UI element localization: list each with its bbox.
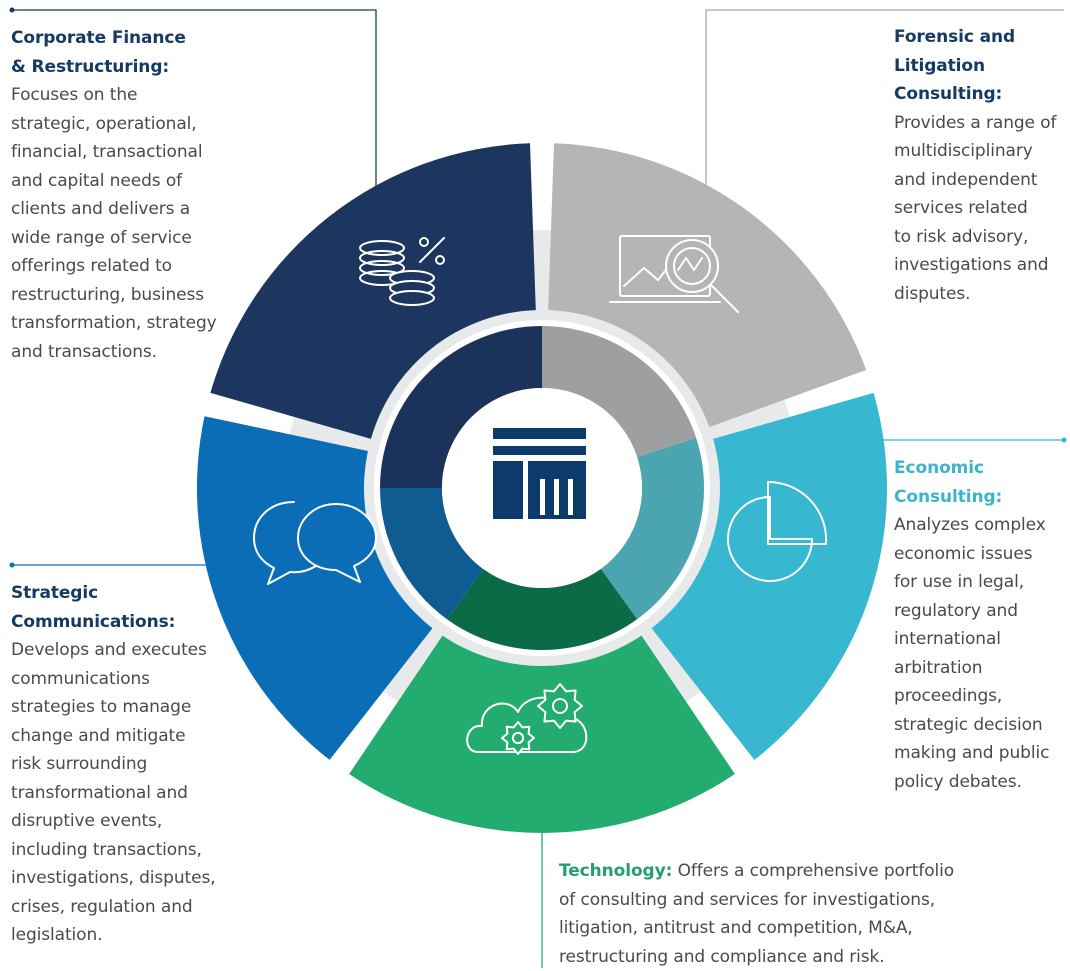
logo-column-gap [554,479,559,515]
body-line: proceedings, [894,682,1070,711]
body-line: strategic decision [894,711,1070,740]
economic-consulting-title: Economic Consulting: [894,454,1070,511]
body-line: economic issues [894,540,1070,569]
logo-mark-part [528,461,586,470]
strategic-communications-description: Develops and executes communications str… [11,636,231,950]
corporate-finance-title: Corporate Finance & Restructuring: [11,24,271,81]
body-line: clients and delivers a [11,195,271,224]
body-line: Offers a comprehensive portfolio [672,861,954,881]
title-line: Consulting: [894,483,1070,512]
leader-dot [10,8,15,13]
body-line: and capital needs of [11,167,271,196]
logo-mark-part [493,428,586,439]
body-line: crises, regulation and [11,893,231,922]
body-line: disputes. [894,280,1070,309]
title-line: Litigation [894,52,1070,81]
title-line: Forensic and [894,23,1070,52]
body-line: regulatory and [894,597,1070,626]
strategic-communications-title: Strategic Communications: [11,579,231,636]
body-line: legislation. [11,921,231,950]
body-line: restructuring and compliance and risk. [559,943,1069,971]
title-line: Corporate Finance [11,24,271,53]
body-line: strategic, operational, [11,110,271,139]
leader-dot [10,563,15,568]
corporate-finance-description: Focuses on the strategic, operational, f… [11,81,271,366]
body-line: strategies to manage [11,693,231,722]
technology-title: Technology: [559,861,672,881]
body-line: international [894,625,1070,654]
body-line: communications [11,665,231,694]
economic-consulting-block: Economic Consulting: Analyzes complex ec… [894,454,1070,796]
body-line: change and mitigate [11,722,231,751]
body-line: and independent [894,166,1070,195]
body-line: investigations and [894,251,1070,280]
body-line: disruptive events, [11,807,231,836]
title-line: Strategic [11,579,231,608]
body-line: including transactions, [11,836,231,865]
body-line: investigations, disputes, [11,864,231,893]
body-line: offerings related to [11,252,271,281]
body-line: Focuses on the [11,81,271,110]
body-line: of consulting and services for investiga… [559,886,1069,915]
title-line: Communications: [11,608,231,637]
logo-column-gap [568,479,573,515]
body-line: transformational and [11,779,231,808]
corporate-finance-block: Corporate Finance & Restructuring: Focus… [11,24,271,366]
body-line: transformation, strategy [11,309,271,338]
technology-block: Technology: Offers a comprehensive portf… [559,857,1069,971]
body-line: Develops and executes [11,636,231,665]
body-line: wide range of service [11,224,271,253]
logo-mark-part [493,446,586,455]
forensic-litigation-block: Forensic and Litigation Consulting: Prov… [894,23,1070,308]
title-line: & Restructuring: [11,53,271,82]
technology-first-line: Technology: Offers a comprehensive portf… [559,857,1069,886]
body-line: policy debates. [894,768,1070,797]
body-line: restructuring, business [11,281,271,310]
body-line: and transactions. [11,338,271,367]
logo-column-gap [540,479,545,515]
title-line: Economic [894,454,1070,483]
body-line: Provides a range of [894,109,1070,138]
body-line: services related [894,194,1070,223]
body-line: arbitration [894,654,1070,683]
body-line: Analyzes complex [894,511,1070,540]
body-line: risk surrounding [11,750,231,779]
body-line: to risk advisory, [894,223,1070,252]
body-line: making and public [894,739,1070,768]
title-line: Consulting: [894,80,1070,109]
body-line: for use in legal, [894,568,1070,597]
body-line: financial, transactional [11,138,271,167]
leader-dot [1062,438,1067,443]
strategic-communications-block: Strategic Communications: Develops and e… [11,579,231,950]
body-line: multidisciplinary [894,137,1070,166]
forensic-litigation-description: Provides a range of multidisciplinary an… [894,109,1070,309]
logo-mark-part [493,461,523,519]
body-line: litigation, antitrust and competition, M… [559,914,1069,943]
economic-consulting-description: Analyzes complex economic issues for use… [894,511,1070,796]
forensic-litigation-title: Forensic and Litigation Consulting: [894,23,1070,109]
